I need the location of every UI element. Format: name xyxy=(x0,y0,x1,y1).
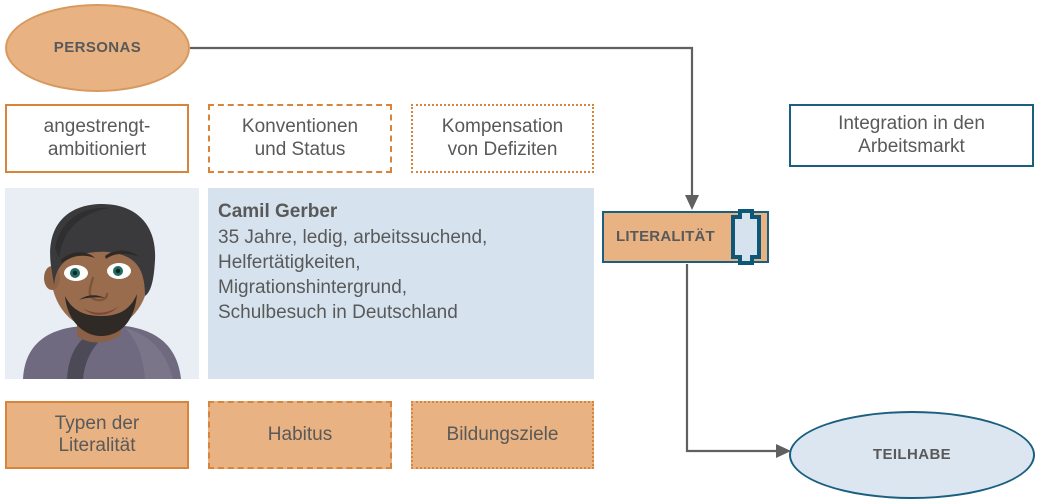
attribute-box-bildungsziele[interactable]: Bildungsziele xyxy=(411,401,594,469)
attribute-label: Typen der Literalität xyxy=(54,412,140,456)
attribute-box-konventionen-und-status[interactable]: Konventionen und Status xyxy=(208,104,392,173)
persona-avatar xyxy=(5,188,199,379)
attribute-box-typen-der-literalitaet[interactable]: Typen der Literalität xyxy=(5,401,189,469)
goal-box-label: Integration in den Arbeitsmarkt xyxy=(838,113,985,157)
book-scroll-icon xyxy=(731,209,761,265)
attribute-label: Habitus xyxy=(267,423,333,445)
literalitaet-box[interactable]: LITERALITÄT xyxy=(602,209,769,265)
personas-ellipse[interactable]: PERSONAS xyxy=(5,4,190,92)
teilhabe-ellipse[interactable]: TEILHABE xyxy=(789,411,1035,499)
attribute-label: angestrengt- ambitioniert xyxy=(43,116,151,160)
attribute-box-habitus[interactable]: Habitus xyxy=(208,401,392,469)
attribute-label: Konventionen und Status xyxy=(241,116,359,160)
persona-name: Camil Gerber xyxy=(218,201,338,222)
goal-box-integration-arbeitsmarkt[interactable]: Integration in den Arbeitsmarkt xyxy=(789,104,1034,167)
personas-label: PERSONAS xyxy=(53,39,142,57)
attribute-label: Bildungsziele xyxy=(446,423,559,445)
attribute-box-kompensation-von-defiziten[interactable]: Kompensation von Defiziten xyxy=(411,104,594,173)
literalitaet-label: LITERALITÄT xyxy=(616,228,715,246)
persona-avatar-illustration xyxy=(5,188,199,379)
attribute-label: Kompensation von Defiziten xyxy=(441,116,564,160)
persona-description: 35 Jahre, ledig, arbeitssuchend, Helfert… xyxy=(218,226,488,324)
arrowhead-down-literalitaet xyxy=(685,195,699,210)
teilhabe-label: TEILHABE xyxy=(872,446,952,464)
connector-literalitaet-to-teilhabe xyxy=(685,264,778,453)
persona-details-panel: Camil Gerber 35 Jahre, ledig, arbeitssuc… xyxy=(208,188,594,379)
attribute-box-angestrengt-ambitioniert[interactable]: angestrengt- ambitioniert xyxy=(5,104,189,173)
